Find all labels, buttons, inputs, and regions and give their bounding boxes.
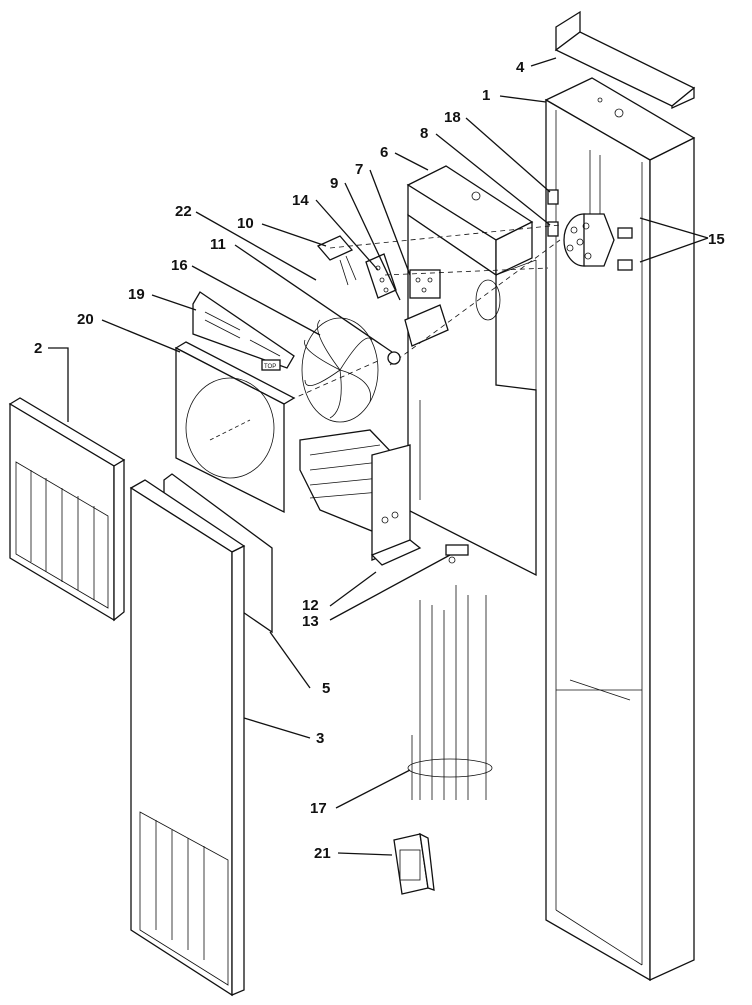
callout-9: 9 bbox=[330, 175, 338, 192]
part-10-switch bbox=[316, 235, 357, 286]
callout-8: 8 bbox=[420, 125, 428, 142]
callout-21: 21 bbox=[314, 845, 331, 862]
part-4-top-cap bbox=[554, 10, 696, 110]
part-9-bracket bbox=[404, 304, 449, 347]
callout-17: 17 bbox=[310, 800, 327, 817]
callout-15: 15 bbox=[708, 231, 725, 248]
callout-5: 5 bbox=[322, 680, 330, 697]
callout-7: 7 bbox=[355, 161, 363, 178]
part-7-relay bbox=[409, 269, 441, 299]
part-6-chassis bbox=[406, 165, 537, 577]
callout-14: 14 bbox=[292, 192, 309, 209]
callout-16: 16 bbox=[171, 257, 188, 274]
callout-18: 18 bbox=[444, 109, 461, 126]
part-2-grille-cover bbox=[8, 397, 126, 622]
part-12-heater-element bbox=[299, 429, 422, 566]
part-1-housing bbox=[544, 77, 696, 982]
part-16-fan-blade bbox=[301, 317, 401, 423]
part-17-wire-harness bbox=[407, 585, 493, 800]
part-20-fan-panel bbox=[174, 341, 296, 514]
part-3-front-panel bbox=[129, 479, 246, 997]
part-18-clip bbox=[547, 189, 559, 237]
callout-19: 19 bbox=[128, 286, 145, 303]
callout-20: 20 bbox=[77, 311, 94, 328]
callout-22: 22 bbox=[175, 203, 192, 220]
part-19-label-plate: TOP bbox=[192, 291, 295, 371]
callout-2: 2 bbox=[34, 340, 42, 357]
part-13-limit-switch bbox=[445, 544, 469, 564]
callout-labels: 4 1 18 8 6 7 9 14 22 10 11 15 16 19 20 2… bbox=[34, 59, 725, 862]
callout-12: 12 bbox=[302, 597, 319, 614]
label-plate-badge: TOP bbox=[264, 364, 276, 370]
callout-13: 13 bbox=[302, 613, 319, 630]
callout-4: 4 bbox=[516, 59, 525, 76]
part-21-thermostat bbox=[393, 832, 435, 895]
callout-3: 3 bbox=[316, 730, 324, 747]
callout-6: 6 bbox=[380, 144, 388, 161]
leader-lines bbox=[48, 57, 709, 856]
part-15-motor bbox=[563, 213, 633, 271]
callout-10: 10 bbox=[237, 215, 254, 232]
callout-1: 1 bbox=[482, 87, 490, 104]
callout-11: 11 bbox=[210, 236, 226, 253]
